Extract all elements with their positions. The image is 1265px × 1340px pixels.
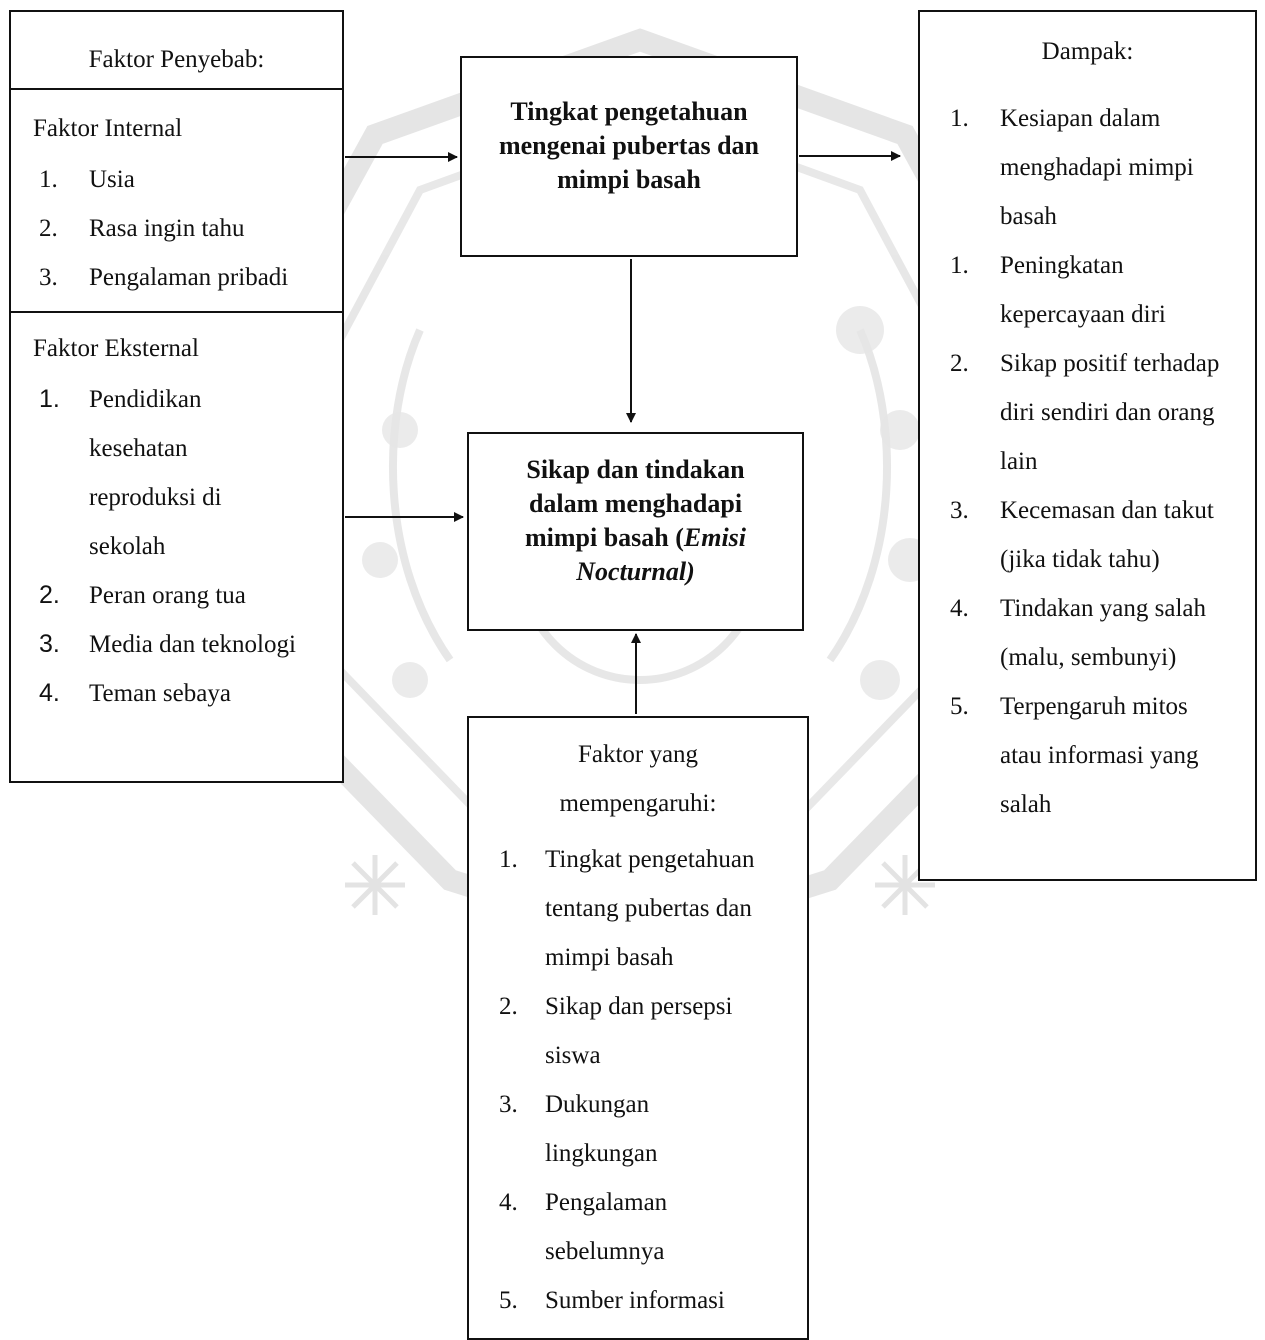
item-text: Tingkat pengetahuan tentang pubertas dan…: [545, 846, 755, 971]
attitude-title-italic: Emisi Nocturnal): [576, 523, 747, 586]
list-item: 2. Sikap dan persepsi siswa: [499, 982, 795, 1080]
list-item: 5. Terpengaruh mitos atau informasi yang…: [950, 682, 1235, 829]
item-text: Rasa ingin tahu: [89, 215, 245, 242]
item-number: 2.: [39, 581, 60, 609]
impact-list: 1. Kesiapan dalam menghadapi mimpi basah…: [950, 94, 1235, 829]
influence-box: Faktor yang mempengaruhi: 1. Tingkat pen…: [467, 716, 809, 1340]
attitude-box: Sikap dan tindakan dalam menghadapi mimp…: [467, 432, 804, 631]
attitude-title: Sikap dan tindakan dalam menghadapi mimp…: [469, 453, 802, 589]
item-number: 5.: [499, 1287, 518, 1314]
item-number: 3.: [950, 497, 969, 524]
list-item: 3. Media dan teknologi: [39, 620, 322, 669]
list-item: 2. Rasa ingin tahu: [39, 204, 336, 253]
item-number: 4.: [39, 679, 60, 707]
item-text: Pengalaman pribadi: [89, 264, 289, 291]
item-number: 2.: [950, 350, 969, 377]
list-item: 3. Kecemasan dan takut (jika tidak tahu): [950, 486, 1235, 584]
item-text: Pendidikan kesehatan reproduksi di sekol…: [89, 386, 222, 560]
influence-title: Faktor yang mempengaruhi:: [559, 741, 717, 817]
causes-title: Faktor Penyebab:: [88, 46, 265, 73]
item-number: 3.: [39, 264, 58, 291]
item-text: Usia: [89, 166, 135, 193]
list-item: 1. Tingkat pengetahuan tentang pubertas …: [499, 835, 795, 982]
item-number: 2.: [499, 993, 518, 1020]
item-number: 3.: [39, 630, 60, 658]
influence-list: 1. Tingkat pengetahuan tentang pubertas …: [499, 835, 795, 1325]
list-item: 1. Pendidikan kesehatan reproduksi di se…: [39, 375, 322, 571]
item-text: Sumber informasi: [545, 1287, 725, 1314]
item-text: Peran orang tua: [89, 582, 246, 609]
item-text: Media dan teknologi: [89, 631, 296, 658]
item-number: 1.: [39, 166, 58, 193]
list-item: 2. Sikap positif terhadap diri sendiri d…: [950, 339, 1235, 486]
impact-title: Dampak:: [1041, 38, 1134, 65]
item-number: 3.: [499, 1091, 518, 1118]
item-number: 1.: [39, 385, 60, 413]
list-item: 4. Pengalaman sebelumnya: [499, 1178, 795, 1276]
item-text: Peningkatan kepercayaan diri: [1000, 252, 1166, 328]
external-factors-list: 1. Pendidikan kesehatan reproduksi di se…: [39, 375, 322, 718]
item-number: 4.: [499, 1189, 518, 1216]
internal-factors-list: 1. Usia 2. Rasa ingin tahu 3. Pengalaman…: [39, 155, 336, 302]
list-item: 3. Dukungan lingkungan: [499, 1080, 795, 1178]
knowledge-title: Tingkat pengetahuan mengenai pubertas da…: [498, 97, 760, 194]
item-text: Sikap dan persepsi siswa: [545, 993, 733, 1069]
item-number: 1.: [499, 846, 518, 873]
list-item: 3. Pengalaman pribadi: [39, 253, 336, 302]
item-number: 2.: [39, 215, 58, 242]
list-item: 1. Kesiapan dalam menghadapi mimpi basah: [950, 94, 1235, 241]
item-number: 5.: [950, 693, 969, 720]
list-item: 4. Teman sebaya: [39, 669, 322, 718]
causes-box: Faktor Penyebab: Faktor Internal 1. Usia…: [9, 10, 344, 783]
item-text: Pengalaman sebelumnya: [545, 1189, 668, 1265]
internal-factors-title: Faktor Internal: [33, 115, 183, 142]
item-text: Dukungan lingkungan: [545, 1091, 658, 1167]
causes-divider-top: [11, 88, 342, 90]
list-item: 1. Peningkatan kepercayaan diri: [950, 241, 1235, 339]
attitude-title-plain: Sikap dan tindakan dalam menghadapi mimp…: [524, 455, 745, 552]
item-number: 1.: [950, 105, 969, 132]
item-text: Terpengaruh mitos atau informasi yang sa…: [1000, 693, 1199, 818]
list-item: 1. Usia: [39, 155, 336, 204]
impact-box: Dampak: 1. Kesiapan dalam menghadapi mim…: [918, 10, 1257, 881]
item-text: Kesiapan dalam menghadapi mimpi basah: [1000, 105, 1194, 230]
list-item: 4. Tindakan yang salah (malu, sembunyi): [950, 584, 1235, 682]
item-number: 1.: [950, 252, 969, 279]
external-factors-title: Faktor Eksternal: [33, 335, 199, 362]
item-text: Tindakan yang salah (malu, sembunyi): [1000, 595, 1206, 671]
item-number: 4.: [950, 595, 969, 622]
list-item: 5. Sumber informasi: [499, 1276, 795, 1325]
item-text: Sikap positif terhadap diri sendiri dan …: [1000, 350, 1220, 475]
item-text: Kecemasan dan takut (jika tidak tahu): [1000, 497, 1214, 573]
list-item: 2. Peran orang tua: [39, 571, 322, 620]
knowledge-box: Tingkat pengetahuan mengenai pubertas da…: [460, 56, 798, 257]
item-text: Teman sebaya: [89, 680, 231, 707]
causes-divider-middle: [11, 311, 342, 313]
